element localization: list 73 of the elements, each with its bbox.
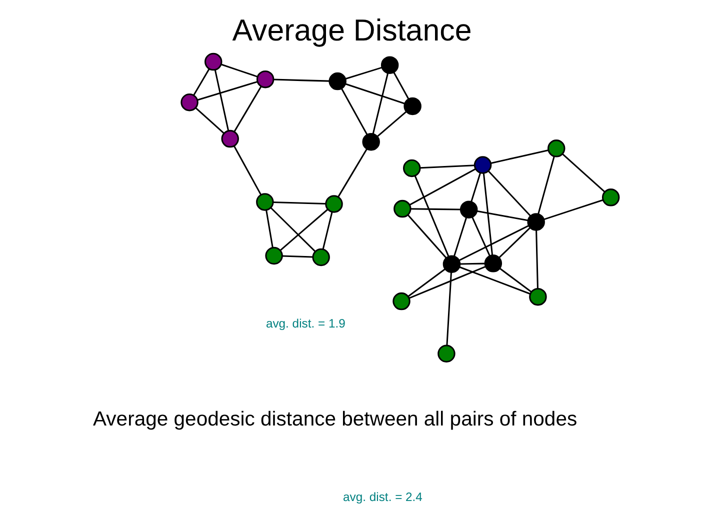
connector xyxy=(345,66,382,80)
connector xyxy=(408,168,476,206)
connector xyxy=(446,272,452,346)
connector xyxy=(337,148,367,198)
node-circle xyxy=(402,159,420,178)
label: avg. dist. = 1.9 xyxy=(265,316,345,330)
node-circle xyxy=(256,193,274,211)
node-circle xyxy=(392,292,410,310)
connector xyxy=(194,108,224,134)
connector xyxy=(487,170,530,216)
connector xyxy=(407,214,446,258)
label: Average geodesic distance between all pairs of nodes xyxy=(92,408,577,431)
connector xyxy=(458,225,528,261)
connector xyxy=(279,208,328,251)
node-circle xyxy=(220,130,238,148)
connector xyxy=(482,173,493,256)
connector xyxy=(408,266,486,299)
connector xyxy=(344,83,404,104)
node-circle xyxy=(442,255,460,273)
connector xyxy=(476,210,528,222)
node-circle xyxy=(526,213,544,231)
connector xyxy=(233,86,262,132)
connector xyxy=(376,111,406,138)
node-circle xyxy=(601,188,620,206)
connector xyxy=(537,156,554,214)
connector xyxy=(453,217,467,256)
node-circle xyxy=(204,52,222,71)
diagram-title: Average Distance xyxy=(232,13,472,48)
node-circle xyxy=(484,254,502,272)
connector xyxy=(460,262,484,265)
node-circle xyxy=(473,156,492,174)
connector xyxy=(273,78,329,82)
node-circle xyxy=(256,70,274,88)
node-circle xyxy=(459,200,478,218)
connector xyxy=(196,80,258,101)
connector xyxy=(232,146,262,196)
connector xyxy=(192,68,210,96)
node-circle xyxy=(380,56,398,74)
node-circle xyxy=(362,133,380,151)
connector xyxy=(220,64,258,78)
node-circle xyxy=(324,195,342,213)
node-circle xyxy=(328,72,346,90)
connector xyxy=(471,216,490,256)
connector xyxy=(407,268,446,297)
connector xyxy=(282,255,312,258)
node-circle xyxy=(403,97,421,116)
connector xyxy=(414,176,449,257)
node-circle xyxy=(393,200,411,218)
connector xyxy=(322,212,332,250)
connector xyxy=(543,199,603,220)
connector xyxy=(420,164,474,169)
connector xyxy=(372,72,388,134)
connector xyxy=(470,172,481,202)
connector xyxy=(498,227,530,258)
connector xyxy=(490,150,548,164)
node-circle xyxy=(264,246,282,265)
connector xyxy=(458,266,530,295)
connector xyxy=(410,208,460,210)
connector xyxy=(272,201,326,204)
node-circle xyxy=(528,288,546,306)
connector xyxy=(265,210,273,248)
node-circle xyxy=(180,93,198,112)
connector xyxy=(392,72,409,100)
label: avg. dist. = 2.4 xyxy=(342,490,422,504)
connector xyxy=(562,153,605,192)
connector xyxy=(535,230,538,288)
connector xyxy=(214,70,229,131)
node-circle xyxy=(547,140,565,158)
connector xyxy=(270,207,316,252)
connector xyxy=(498,268,532,292)
connector xyxy=(340,88,368,136)
node-circle xyxy=(312,248,330,266)
node-circle xyxy=(437,344,455,362)
